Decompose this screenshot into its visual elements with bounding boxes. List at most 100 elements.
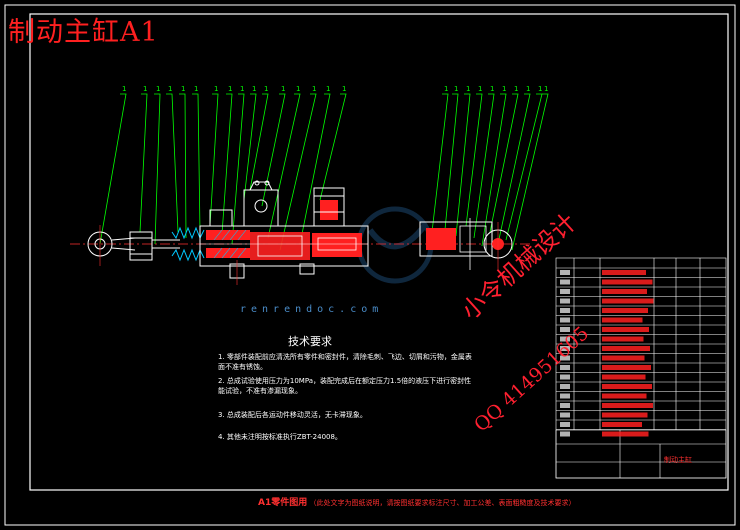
balloon-label: 1	[181, 85, 185, 93]
parts-list-entry-mark	[602, 346, 650, 351]
parts-list-index-mark	[560, 422, 570, 427]
balloon-label: 1	[478, 85, 482, 93]
parts-list-index-mark	[560, 365, 570, 370]
parts-list-index-mark	[560, 327, 570, 332]
mounting-boss	[229, 260, 315, 285]
parts-list-entry-mark	[602, 289, 647, 294]
tech-note: 2. 总成试验使用压力为10MPa，装配完成后在额定压力1.5倍的液压下进行密封…	[218, 377, 472, 395]
balloon-label: 1	[156, 85, 160, 93]
tech-note: 4. 其他未注明按标准执行ZBT-24008。	[218, 433, 342, 441]
balloon-label: 1	[168, 85, 172, 93]
outer-frame	[4, 4, 736, 526]
balloon-label: 1	[544, 85, 548, 93]
leader-line	[221, 93, 233, 235]
parts-list-entry-mark	[602, 393, 647, 399]
parts-list-entry-mark	[602, 270, 646, 275]
reservoir-fitting	[209, 180, 279, 227]
parts-list-index-mark	[560, 270, 570, 275]
parts-list-index-mark	[560, 412, 570, 418]
leader-line	[299, 93, 331, 245]
pushrod-eye	[87, 225, 136, 266]
leader-line	[443, 93, 459, 241]
parts-list-index-mark	[560, 393, 570, 399]
parts-list-entry-mark	[602, 365, 651, 370]
parts-list-index-mark	[560, 374, 570, 380]
leader-line	[261, 93, 286, 207]
parts-list-index-mark	[560, 298, 570, 304]
balloon-label: 1	[194, 85, 198, 93]
leader-line	[455, 93, 471, 237]
leader-line	[209, 93, 219, 227]
leader-line	[279, 93, 317, 251]
parts-list-index-mark	[560, 317, 570, 323]
footer-note: A1零件图用 （此处文字为图纸说明，请按图纸要求标注尺寸、加工公差、表面粗糙度及…	[258, 498, 578, 509]
balloon-label: 1	[454, 85, 458, 93]
balloon-label: 1	[281, 85, 285, 93]
site-watermark: renrendoc.com	[240, 304, 384, 315]
balloon-label: 1	[538, 85, 542, 93]
outlet-fitting	[313, 187, 345, 227]
leader-line	[465, 93, 483, 227]
balloon-label: 1	[296, 85, 300, 93]
balloon-label: 1	[342, 85, 346, 93]
balloon-label: 1	[143, 85, 147, 93]
lock-nut	[129, 231, 153, 261]
parts-list-entry-mark	[602, 412, 648, 418]
footer-text: （此处文字为图纸说明，请按图纸要求标注尺寸、加工公差、表面粗糙度及技术要求）	[309, 499, 576, 507]
tech-note: 3. 总成装配后各运动件移动灵活，无卡滞现象。	[218, 411, 367, 419]
parts-list-index-mark	[560, 336, 570, 342]
leader-line	[319, 93, 347, 201]
cylinder-body	[199, 225, 369, 267]
balloon-label: 1	[526, 85, 530, 93]
leader-line	[497, 93, 531, 245]
leader-line	[505, 93, 543, 241]
leader-line	[481, 93, 507, 247]
inner-frame	[29, 13, 729, 491]
parts-list-entry-mark	[602, 298, 654, 304]
parts-list-entry-mark	[602, 374, 646, 380]
parts-list-entry-mark	[602, 384, 652, 389]
leader-lines	[99, 93, 549, 251]
tech-requirements-title: 技术要求	[288, 335, 332, 348]
parts-list-index-mark	[560, 384, 570, 389]
parts-list-index-mark	[560, 279, 570, 285]
leader-line	[179, 93, 187, 239]
parts-list-entry-mark	[602, 355, 645, 361]
title-block-drawing-name: 制动主缸	[664, 456, 692, 464]
pushrod	[152, 239, 180, 249]
parts-list-entry-mark	[602, 403, 653, 408]
tech-note: 1. 零部件装配前应清洗所有零件和密封件，清除毛刺、飞边、切屑和污物，金属表面不…	[218, 353, 472, 371]
parts-list-entry-mark	[602, 336, 644, 342]
balloon-label: 1	[466, 85, 470, 93]
footer-lead: A1零件图用	[258, 498, 308, 508]
balloon-label: 1	[122, 85, 126, 93]
leader-line	[231, 93, 245, 245]
parts-list-index-mark	[560, 403, 570, 408]
parts-list-entry-mark	[602, 317, 643, 323]
leader-line	[511, 93, 549, 251]
balloon-label: 1	[214, 85, 218, 93]
section-hatch	[213, 229, 247, 259]
parts-list-index-mark	[560, 289, 570, 294]
balloon-label: 1	[240, 85, 244, 93]
parts-list-entry-mark	[602, 422, 642, 427]
balloon-label: 1	[326, 85, 330, 93]
drawing-title: 制动主缸A1	[8, 17, 159, 48]
parts-list-table	[555, 257, 727, 479]
leader-line	[473, 93, 495, 239]
leader-line	[267, 93, 301, 239]
leader-line	[166, 93, 179, 233]
balloon-label: 1	[502, 85, 506, 93]
leader-line	[99, 93, 127, 245]
parts-list-entries	[560, 270, 654, 437]
parts-list-index-mark	[560, 355, 570, 361]
balloon-label: 1	[228, 85, 232, 93]
leader-line	[489, 93, 519, 233]
balloon-label: 1	[252, 85, 256, 93]
parts-list-index-mark	[560, 308, 570, 313]
parts-list-index-mark	[560, 346, 570, 351]
leader-line	[139, 93, 148, 233]
parts-list-index-mark	[560, 431, 570, 437]
leader-line	[243, 93, 257, 201]
